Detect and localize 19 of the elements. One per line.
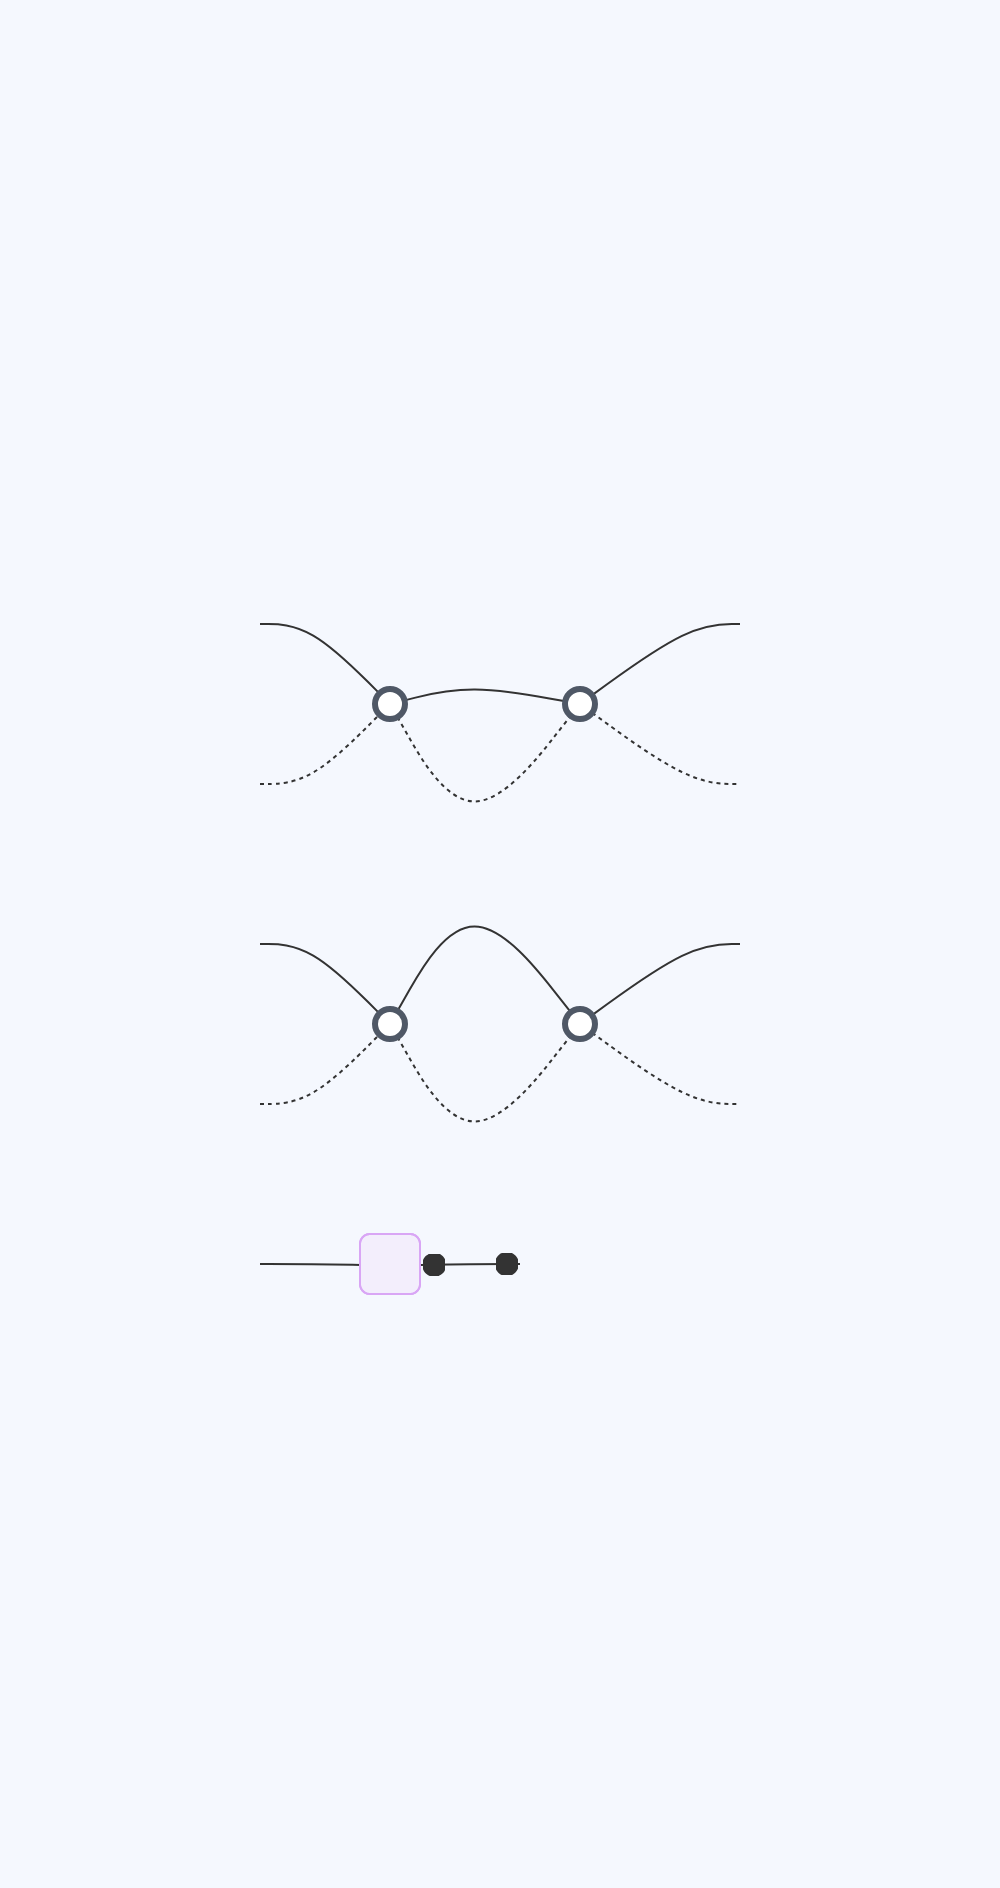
dashed-line	[259, 713, 381, 785]
rounded-box	[359, 1233, 421, 1295]
connector-line	[591, 943, 741, 1017]
connector-line	[259, 623, 381, 695]
connector-line	[591, 623, 741, 697]
junction-circle	[562, 1006, 598, 1042]
dashed-line	[259, 1033, 381, 1105]
junction-circle	[372, 686, 408, 722]
connector-line	[259, 943, 381, 1015]
dashed-line	[591, 1031, 741, 1105]
dashed-line	[591, 711, 741, 785]
dashed-line	[396, 1034, 572, 1123]
junction-circle	[372, 1006, 408, 1042]
connector-line	[403, 688, 567, 703]
connector-line	[259, 1263, 362, 1266]
connector-line	[396, 925, 572, 1014]
junction-circle	[562, 686, 598, 722]
dashed-line	[396, 714, 572, 803]
connector-line	[420, 1251, 521, 1277]
